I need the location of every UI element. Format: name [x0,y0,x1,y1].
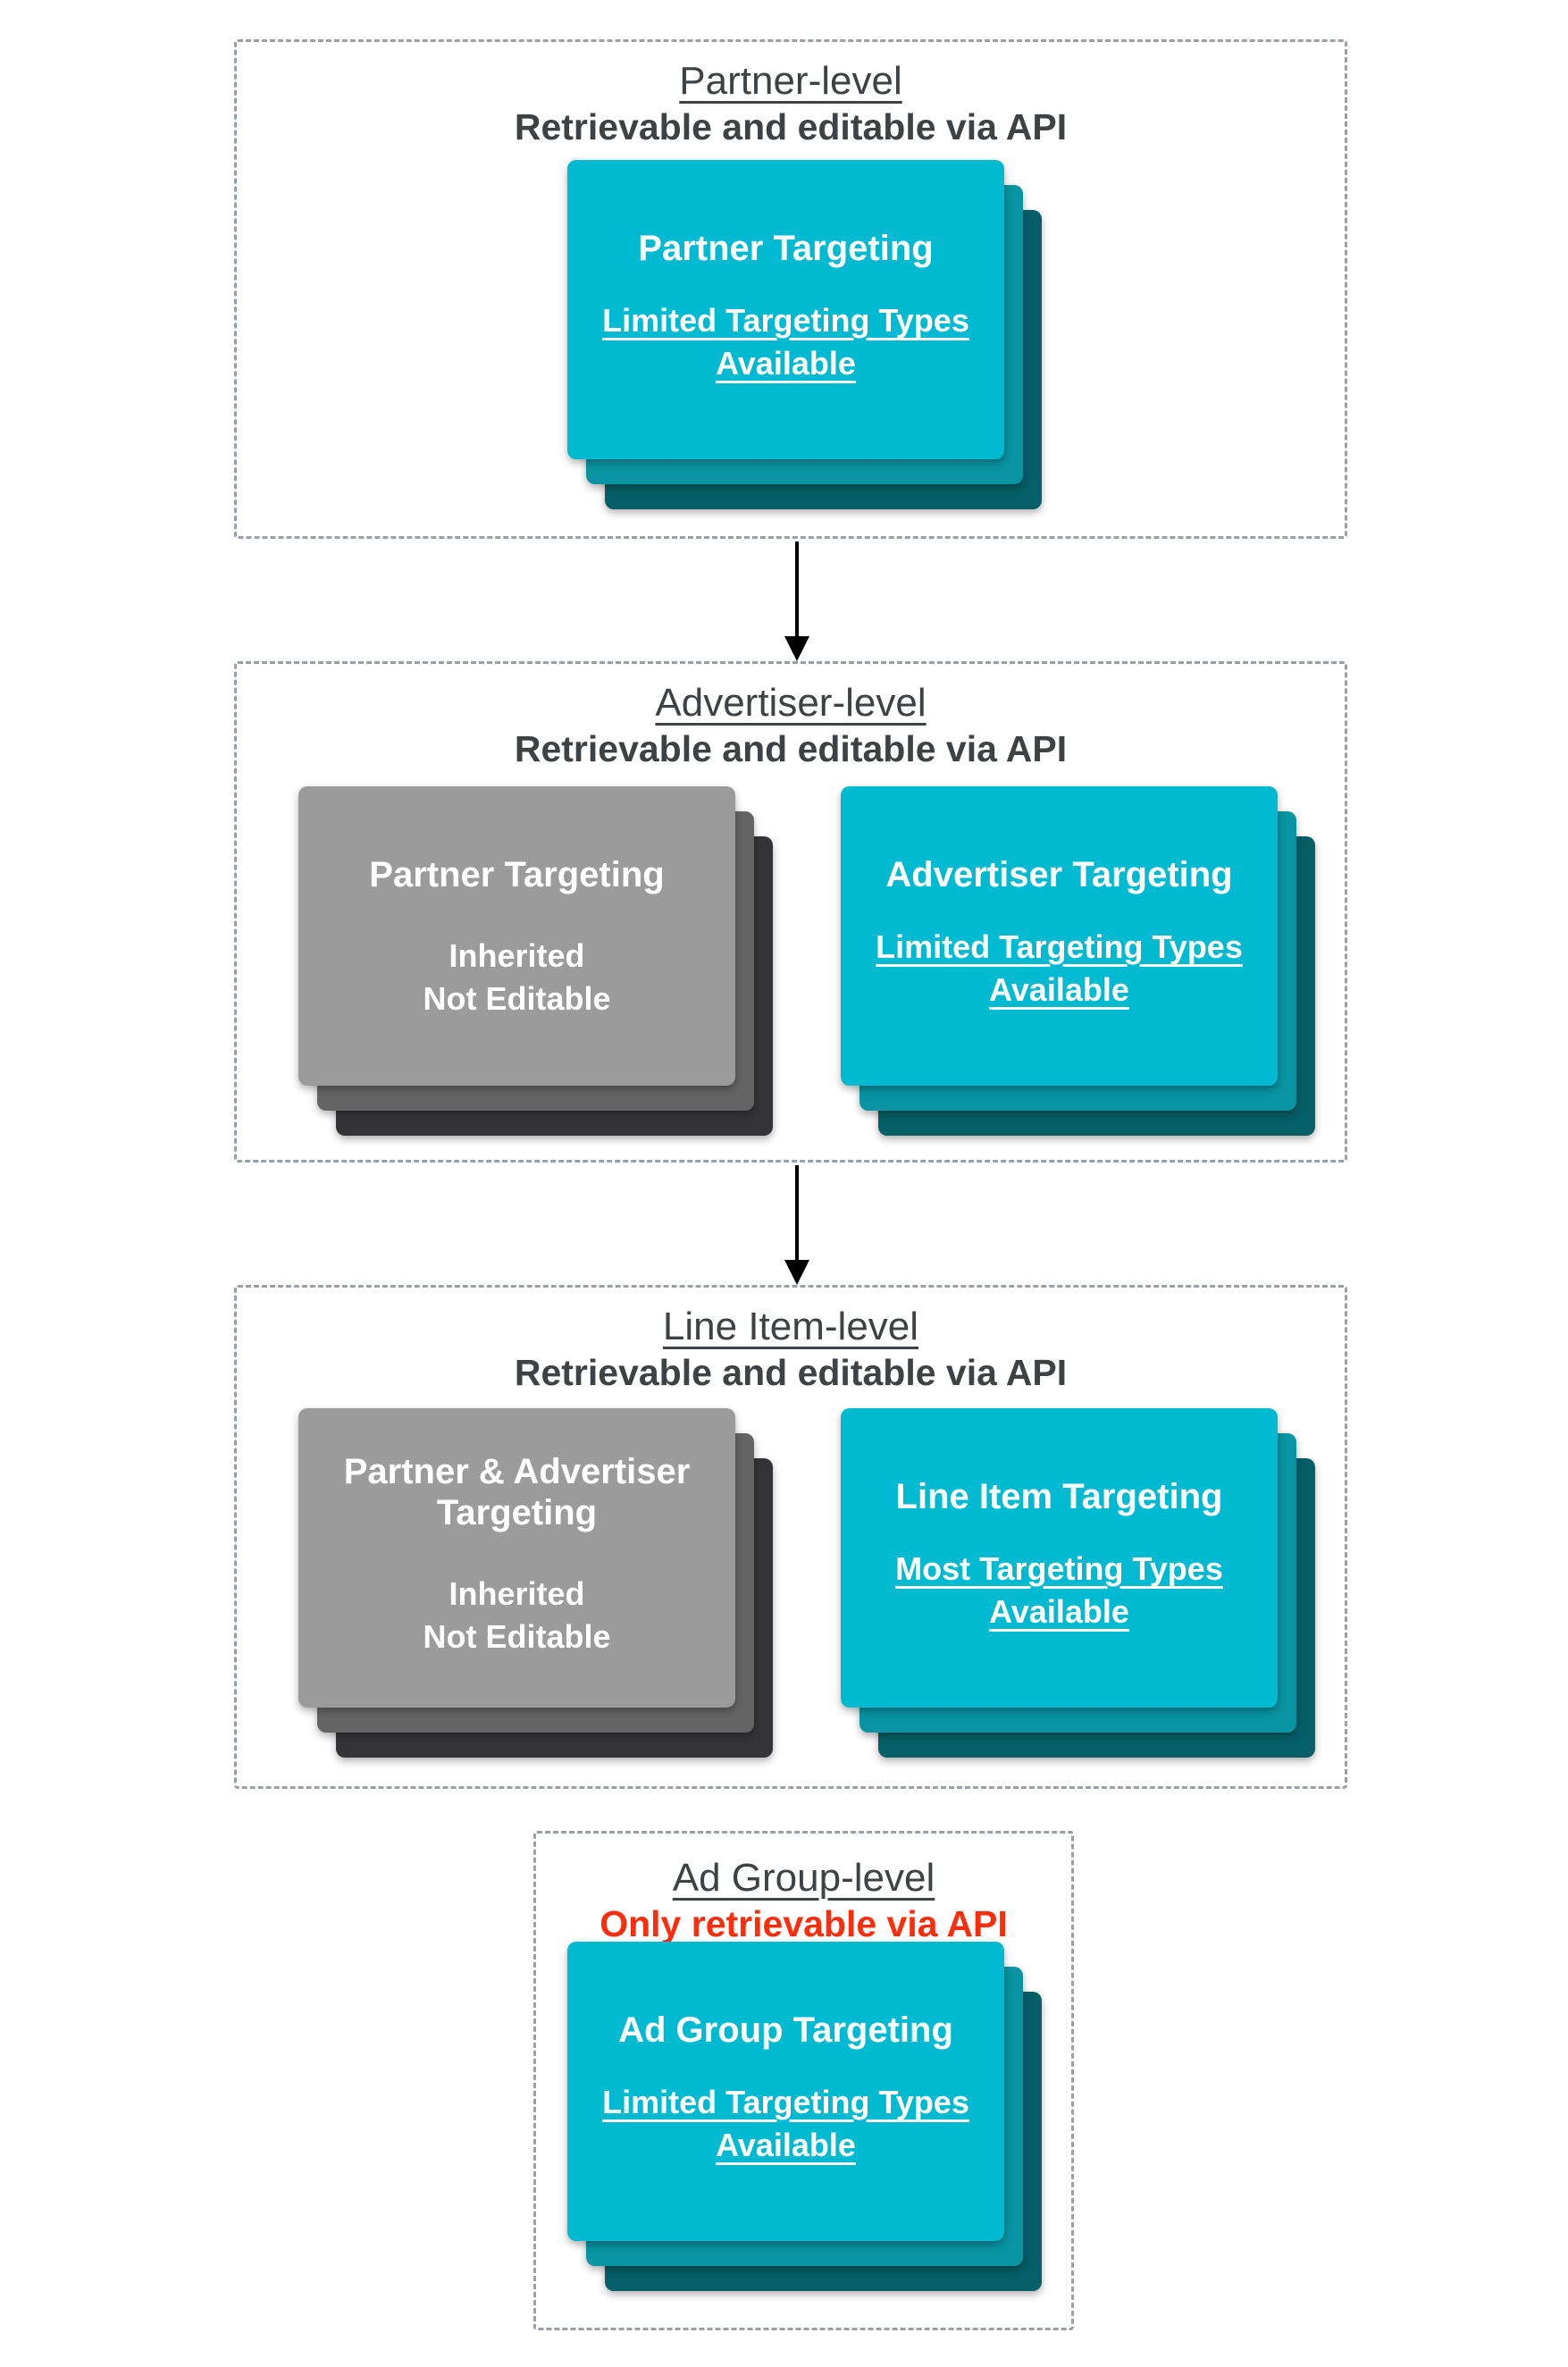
line-item-targeting-card: Line Item Targeting Most Targeting Types… [841,1408,1278,1708]
ad-group-targeting-card-stack: Ad Group Targeting Limited Targeting Typ… [567,1942,1042,2291]
partner-targeting-card: Partner Targeting Limited Targeting Type… [567,160,1004,459]
card-title: Advertiser Targeting [885,855,1233,894]
card-subtext: Inherited Not Editable [318,935,716,1020]
section-title-text: Ad Group-level [672,1856,935,1900]
section-subtitle: Retrievable and editable via API [514,728,1068,769]
section-title-text: Line Item-level [662,1305,919,1348]
card-subtext-line: Most Targeting Types [895,1550,1223,1587]
section-title: Advertiser-level [237,680,1345,726]
card-subtext-line: Available [989,971,1129,1008]
section-title-text: Advertiser-level [655,681,927,725]
ad-group-targeting-card: Ad Group Targeting Limited Targeting Typ… [567,1942,1004,2241]
card-subtext: Limited Targeting Types Available [587,299,985,385]
section-subtitle: Retrievable and editable via API [514,106,1068,147]
section-advertiser-level: Advertiser-level Retrievable and editabl… [234,661,1347,1163]
card-subtext-line: Available [716,2127,856,2163]
flow-arrow-1 [784,541,809,661]
arrow-line [795,1165,799,1260]
card-subtext-line: Not Editable [423,980,611,1017]
card-title: Partner Targeting [369,855,665,894]
advertiser-targeting-card-stack: Advertiser Targeting Limited Targeting T… [841,786,1315,1136]
section-subtitle: Retrievable and editable via API [514,1352,1068,1393]
partner-targeting-card-stack: Partner Targeting Limited Targeting Type… [567,160,1042,509]
flow-arrow-2 [784,1165,809,1285]
card-subtext-line: Inherited [449,937,585,974]
arrow-line [795,541,799,636]
card-subtext: Limited Targeting Types Available [860,926,1258,1011]
card-title: Partner Targeting [638,229,934,268]
advertiser-targeting-card: Advertiser Targeting Limited Targeting T… [841,786,1278,1086]
section-title: Ad Group-level [536,1855,1071,1901]
section-ad-group-level: Ad Group-level Only retrievable via API … [533,1831,1074,2330]
card-subtext-line: Limited Targeting Types [876,928,1243,965]
card-subtext-line: Limited Targeting Types [602,2084,969,2120]
section-title: Line Item-level [237,1304,1345,1350]
inherited-partner-card-stack: Partner Targeting Inherited Not Editable [298,786,773,1136]
section-partner-level: Partner-level Retrievable and editable v… [234,39,1347,539]
card-subtext-line: Available [716,345,856,382]
card-subtext-line: Limited Targeting Types [602,302,969,339]
section-subtitle: Only retrievable via API [600,1903,1008,1944]
card-subtext: Most Targeting Types Available [860,1548,1258,1633]
card-subtext: Inherited Not Editable [318,1573,716,1658]
section-title-text: Partner-level [679,59,902,103]
section-title: Partner-level [237,58,1345,105]
partner-advertiser-targeting-card: Partner & Advertiser Targeting Inherited… [298,1408,735,1708]
card-subtext-line: Inherited [449,1575,585,1612]
card-title: Line Item Targeting [895,1477,1223,1516]
card-subtext-line: Available [989,1593,1129,1630]
arrow-head-icon [784,1260,809,1285]
card-subtext: Limited Targeting Types Available [587,2081,985,2167]
inherited-partner-advertiser-card-stack: Partner & Advertiser Targeting Inherited… [298,1408,773,1758]
card-title: Partner & Advertiser Targeting [343,1452,691,1532]
section-line-item-level: Line Item-level Retrievable and editable… [234,1285,1347,1789]
card-subtext-line: Not Editable [423,1618,611,1655]
card-title: Ad Group Targeting [618,2010,953,2050]
partner-targeting-inherited-card: Partner Targeting Inherited Not Editable [298,786,735,1086]
arrow-head-icon [784,636,809,661]
line-item-targeting-card-stack: Line Item Targeting Most Targeting Types… [841,1408,1315,1758]
